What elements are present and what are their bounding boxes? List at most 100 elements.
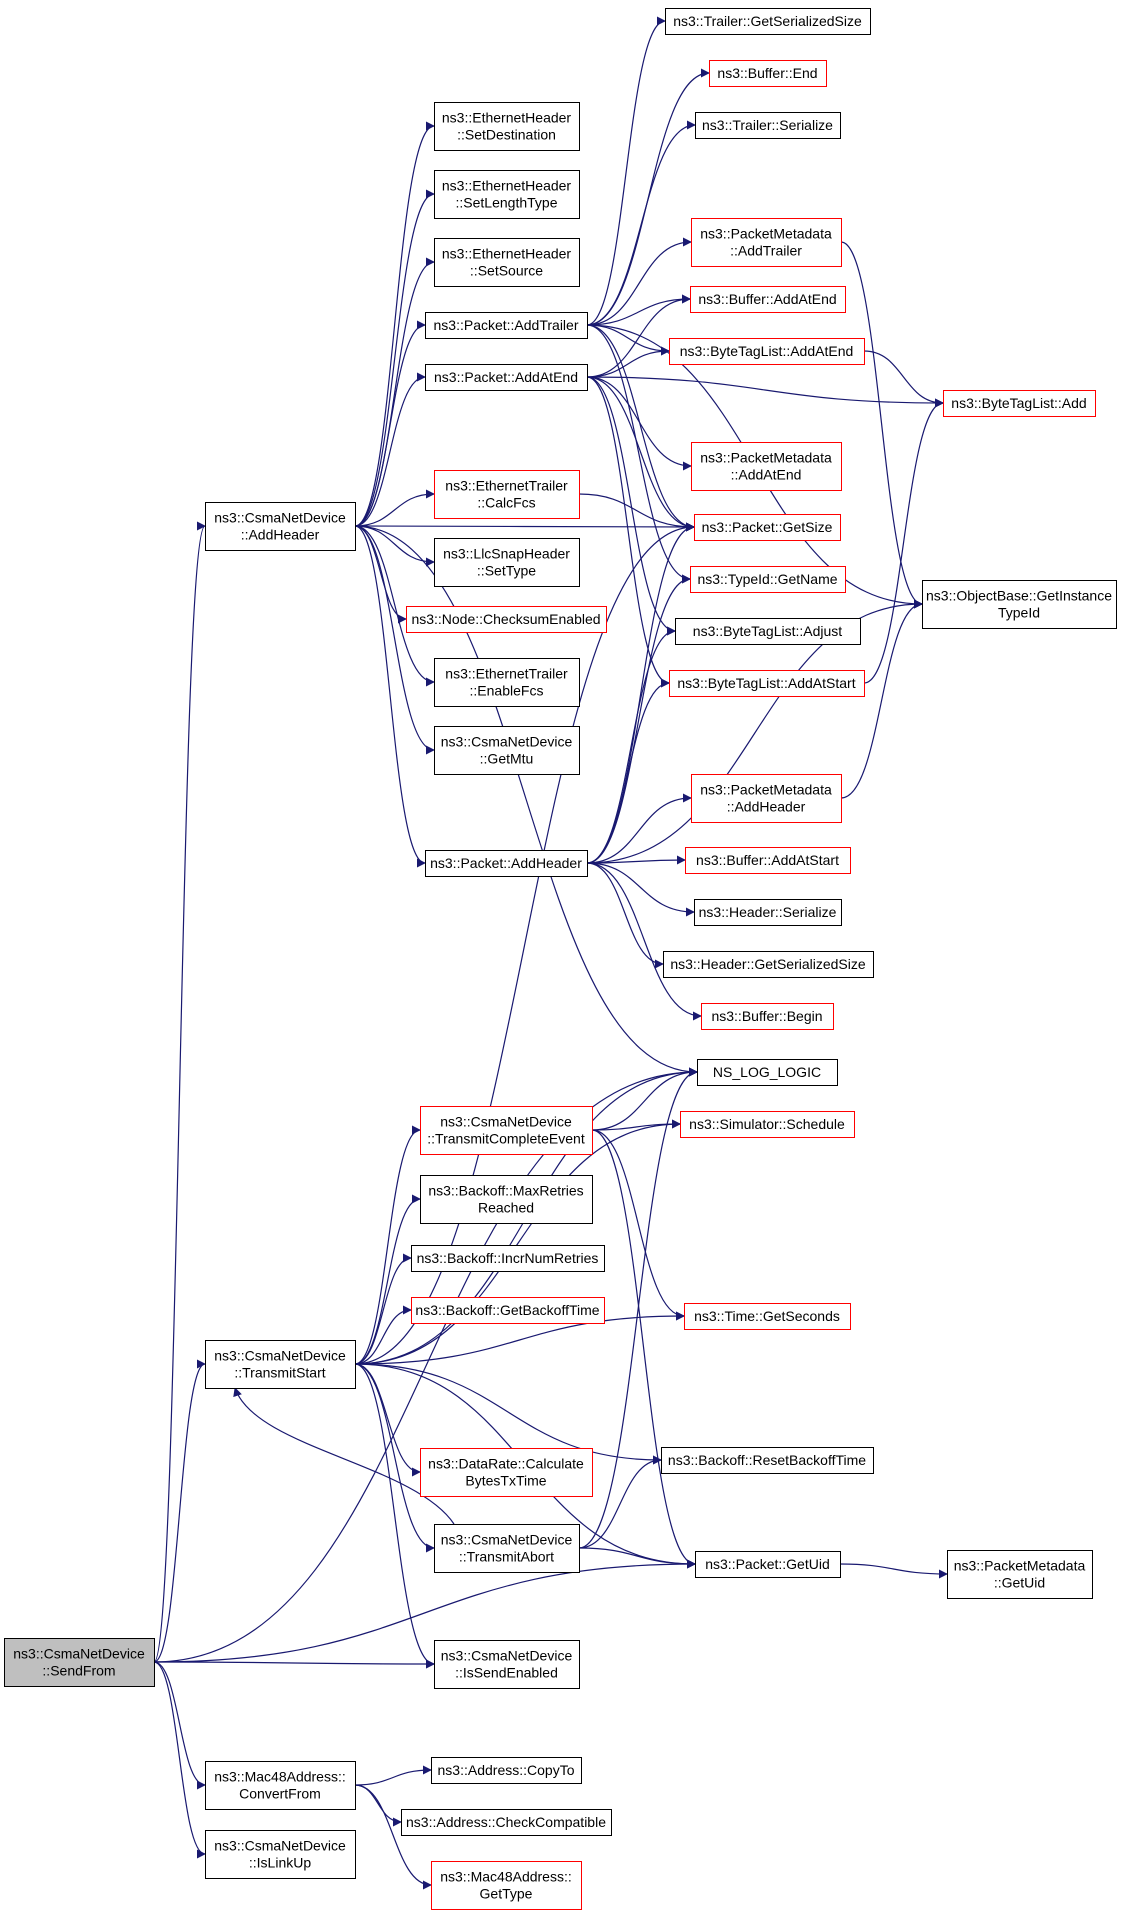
node-cnd_issend[interactable]: ns3::CsmaNetDevice::IsSendEnabled: [434, 1640, 580, 1689]
node-box-addr_check[interactable]: [401, 1809, 612, 1836]
node-ns_log[interactable]: NS_LOG_LOGIC: [697, 1059, 838, 1086]
node-tr_serialize[interactable]: ns3::Trailer::Serialize: [695, 112, 841, 139]
node-tr_getsize[interactable]: ns3::Trailer::GetSerializedSize: [665, 8, 871, 35]
node-pm_addtrailer[interactable]: ns3::PacketMetadata::AddTrailer: [691, 218, 842, 267]
node-box-convertfrom[interactable]: [205, 1761, 356, 1810]
node-btl_addatend[interactable]: ns3::ByteTagList::AddAtEnd: [669, 338, 865, 365]
node-pm_addheader[interactable]: ns3::PacketMetadata::AddHeader: [691, 774, 842, 823]
node-cnd_tce[interactable]: ns3::CsmaNetDevice::TransmitCompleteEven…: [420, 1106, 593, 1155]
node-pm_addatend[interactable]: ns3::PacketMetadata::AddAtEnd: [691, 442, 842, 491]
node-pkt_getsize[interactable]: ns3::Packet::GetSize: [694, 514, 841, 541]
node-et_calcfcs[interactable]: ns3::EthernetTrailer::CalcFcs: [434, 470, 580, 519]
node-bo_incr[interactable]: ns3::Backoff::IncrNumRetries: [411, 1245, 605, 1272]
node-box-buf_end[interactable]: [709, 60, 827, 87]
node-mac_gettype[interactable]: ns3::Mac48Address::GetType: [431, 1861, 582, 1910]
node-cnd_abort[interactable]: ns3::CsmaNetDevice::TransmitAbort: [434, 1524, 580, 1573]
node-btl_addatstart[interactable]: ns3::ByteTagList::AddAtStart: [669, 670, 865, 697]
node-pm_getuid[interactable]: ns3::PacketMetadata::GetUid: [947, 1550, 1093, 1599]
node-box-pm_addatend[interactable]: [691, 442, 842, 491]
node-pkt_addtrailer[interactable]: ns3::Packet::AddTrailer: [425, 312, 588, 339]
node-box-pm_addtrailer[interactable]: [691, 218, 842, 267]
node-btl_adjust[interactable]: ns3::ByteTagList::Adjust: [675, 618, 861, 645]
node-islinkup[interactable]: ns3::CsmaNetDevice::IsLinkUp: [205, 1830, 356, 1879]
node-convertfrom[interactable]: ns3::Mac48Address::ConvertFrom: [205, 1761, 356, 1810]
node-box-addheader[interactable]: [205, 502, 356, 551]
node-box-pkt_getsize[interactable]: [694, 514, 841, 541]
node-pkt_addatend[interactable]: ns3::Packet::AddAtEnd: [425, 364, 588, 391]
node-box-buf_addatend[interactable]: [690, 286, 846, 313]
node-box-ob_gettid[interactable]: [922, 580, 1117, 629]
node-box-addr_copyto[interactable]: [431, 1757, 582, 1784]
node-box-llc_settype[interactable]: [434, 538, 580, 587]
node-box-sim_schedule[interactable]: [680, 1111, 855, 1138]
node-buf_addatend[interactable]: ns3::Buffer::AddAtEnd: [690, 286, 846, 313]
node-box-btl_addatend[interactable]: [669, 338, 865, 365]
node-addheader[interactable]: ns3::CsmaNetDevice::AddHeader: [205, 502, 356, 551]
node-bo_getbackoff[interactable]: ns3::Backoff::GetBackoffTime: [411, 1297, 605, 1324]
node-node_checksum[interactable]: ns3::Node::ChecksumEnabled: [406, 606, 607, 633]
node-time_getsec[interactable]: ns3::Time::GetSeconds: [684, 1303, 851, 1330]
node-pkt_getuid[interactable]: ns3::Packet::GetUid: [695, 1551, 841, 1578]
node-box-et_enablefcs[interactable]: [434, 658, 580, 707]
node-box-time_getsec[interactable]: [684, 1303, 851, 1330]
node-transmitstart[interactable]: ns3::CsmaNetDevice::TransmitStart: [205, 1340, 356, 1389]
node-buf_begin[interactable]: ns3::Buffer::Begin: [701, 1003, 834, 1030]
node-box-mac_gettype[interactable]: [431, 1861, 582, 1910]
node-pkt_addheader[interactable]: ns3::Packet::AddHeader: [425, 850, 588, 877]
node-box-bo_getbackoff[interactable]: [411, 1297, 605, 1324]
node-hdr_serialize[interactable]: ns3::Header::Serialize: [694, 899, 842, 926]
node-box-pkt_addatend[interactable]: [425, 364, 588, 391]
node-box-transmitstart[interactable]: [205, 1340, 356, 1389]
node-btl_add[interactable]: ns3::ByteTagList::Add: [943, 390, 1096, 417]
node-box-et_calcfcs[interactable]: [434, 470, 580, 519]
node-eh_setsrc[interactable]: ns3::EthernetHeader::SetSource: [434, 238, 580, 287]
node-sim_schedule[interactable]: ns3::Simulator::Schedule: [680, 1111, 855, 1138]
node-box-sendfrom[interactable]: [4, 1638, 155, 1687]
node-box-ns_log[interactable]: [697, 1059, 838, 1086]
node-bo_reset[interactable]: ns3::Backoff::ResetBackoffTime: [661, 1447, 874, 1474]
node-box-pm_getuid[interactable]: [947, 1550, 1093, 1599]
node-cnd_getmtu[interactable]: ns3::CsmaNetDevice::GetMtu: [434, 726, 580, 775]
node-llc_settype[interactable]: ns3::LlcSnapHeader::SetType: [434, 538, 580, 587]
node-buf_end[interactable]: ns3::Buffer::End: [709, 60, 827, 87]
node-eh_setdest[interactable]: ns3::EthernetHeader::SetDestination: [434, 102, 580, 151]
node-box-node_checksum[interactable]: [406, 606, 607, 633]
node-addr_check[interactable]: ns3::Address::CheckCompatible: [401, 1809, 612, 1836]
node-box-hdr_serialize[interactable]: [694, 899, 842, 926]
node-box-pm_addheader[interactable]: [691, 774, 842, 823]
node-box-islinkup[interactable]: [205, 1830, 356, 1879]
node-box-buf_addatstart[interactable]: [685, 847, 851, 874]
node-box-hdr_getsize[interactable]: [663, 951, 874, 978]
node-box-bo_incr[interactable]: [411, 1245, 605, 1272]
node-box-cnd_issend[interactable]: [434, 1640, 580, 1689]
node-buf_addatstart[interactable]: ns3::Buffer::AddAtStart: [685, 847, 851, 874]
node-box-eh_setlen[interactable]: [434, 170, 580, 219]
node-box-btl_adjust[interactable]: [675, 618, 861, 645]
node-eh_setlen[interactable]: ns3::EthernetHeader::SetLengthType: [434, 170, 580, 219]
node-et_enablefcs[interactable]: ns3::EthernetTrailer::EnableFcs: [434, 658, 580, 707]
node-box-btl_add[interactable]: [943, 390, 1096, 417]
node-hdr_getsize[interactable]: ns3::Header::GetSerializedSize: [663, 951, 874, 978]
node-box-bo_maxretries[interactable]: [420, 1175, 593, 1224]
node-box-pkt_getuid[interactable]: [695, 1551, 841, 1578]
node-box-bo_reset[interactable]: [661, 1447, 874, 1474]
node-box-eh_setsrc[interactable]: [434, 238, 580, 287]
node-box-pkt_addheader[interactable]: [425, 850, 588, 877]
node-box-eh_setdest[interactable]: [434, 102, 580, 151]
node-tid_getname[interactable]: ns3::TypeId::GetName: [690, 566, 846, 593]
node-box-cnd_getmtu[interactable]: [434, 726, 580, 775]
node-addr_copyto[interactable]: ns3::Address::CopyTo: [431, 1757, 582, 1784]
node-box-btl_addatstart[interactable]: [669, 670, 865, 697]
node-box-tid_getname[interactable]: [690, 566, 846, 593]
node-box-cnd_tce[interactable]: [420, 1106, 593, 1155]
node-box-cnd_abort[interactable]: [434, 1524, 580, 1573]
node-sendfrom[interactable]: ns3::CsmaNetDevice::SendFrom: [4, 1638, 155, 1687]
node-box-buf_begin[interactable]: [701, 1003, 834, 1030]
node-box-tr_serialize[interactable]: [695, 112, 841, 139]
node-box-pkt_addtrailer[interactable]: [425, 312, 588, 339]
node-box-dr_calc[interactable]: [420, 1448, 593, 1497]
node-box-tr_getsize[interactable]: [665, 8, 871, 35]
